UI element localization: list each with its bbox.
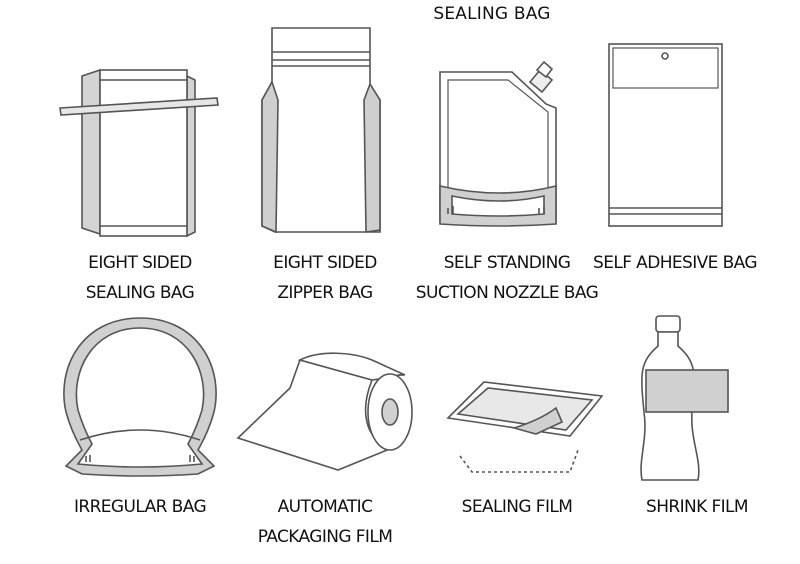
- eight-sided-sealing-bag-caption: EIGHT SIDED SEALING BAG: [60, 248, 220, 308]
- caption-line-1: SELF ADHESIVE BAG: [593, 253, 758, 273]
- caption-line-2: PACKAGING FILM: [257, 527, 393, 547]
- suction-nozzle-bag-caption: SELF STANDING SUCTION NOZZLE BAG: [397, 248, 617, 308]
- sealing-film-caption: SEALING FILM: [432, 492, 602, 522]
- caption-line-2: SEALING BAG: [85, 283, 195, 303]
- caption-line-1: SHRINK FILM: [646, 497, 749, 517]
- caption-line-2: ZIPPER BAG: [277, 283, 373, 303]
- eight-sided-zipper-bag-caption: EIGHT SIDED ZIPPER BAG: [245, 248, 405, 308]
- caption-line-1: EIGHT SIDED: [273, 253, 377, 273]
- caption-line-1: IRREGULAR BAG: [73, 497, 207, 517]
- self-adhesive-bag-caption: SELF ADHESIVE BAG: [580, 248, 770, 278]
- caption-line-2: SUCTION NOZZLE BAG: [415, 283, 599, 303]
- section-title: SEALING BAG: [433, 4, 551, 24]
- caption-line-1: AUTOMATIC: [277, 497, 373, 517]
- packaging-film-caption: AUTOMATIC PACKAGING FILM: [245, 492, 405, 552]
- caption-line-1: SEALING FILM: [461, 497, 573, 517]
- irregular-bag-caption: IRREGULAR BAG: [45, 492, 235, 522]
- shrink-film-caption: SHRINK FILM: [612, 492, 782, 522]
- caption-line-1: EIGHT SIDED: [88, 253, 192, 273]
- caption-line-1: SELF STANDING: [443, 253, 571, 273]
